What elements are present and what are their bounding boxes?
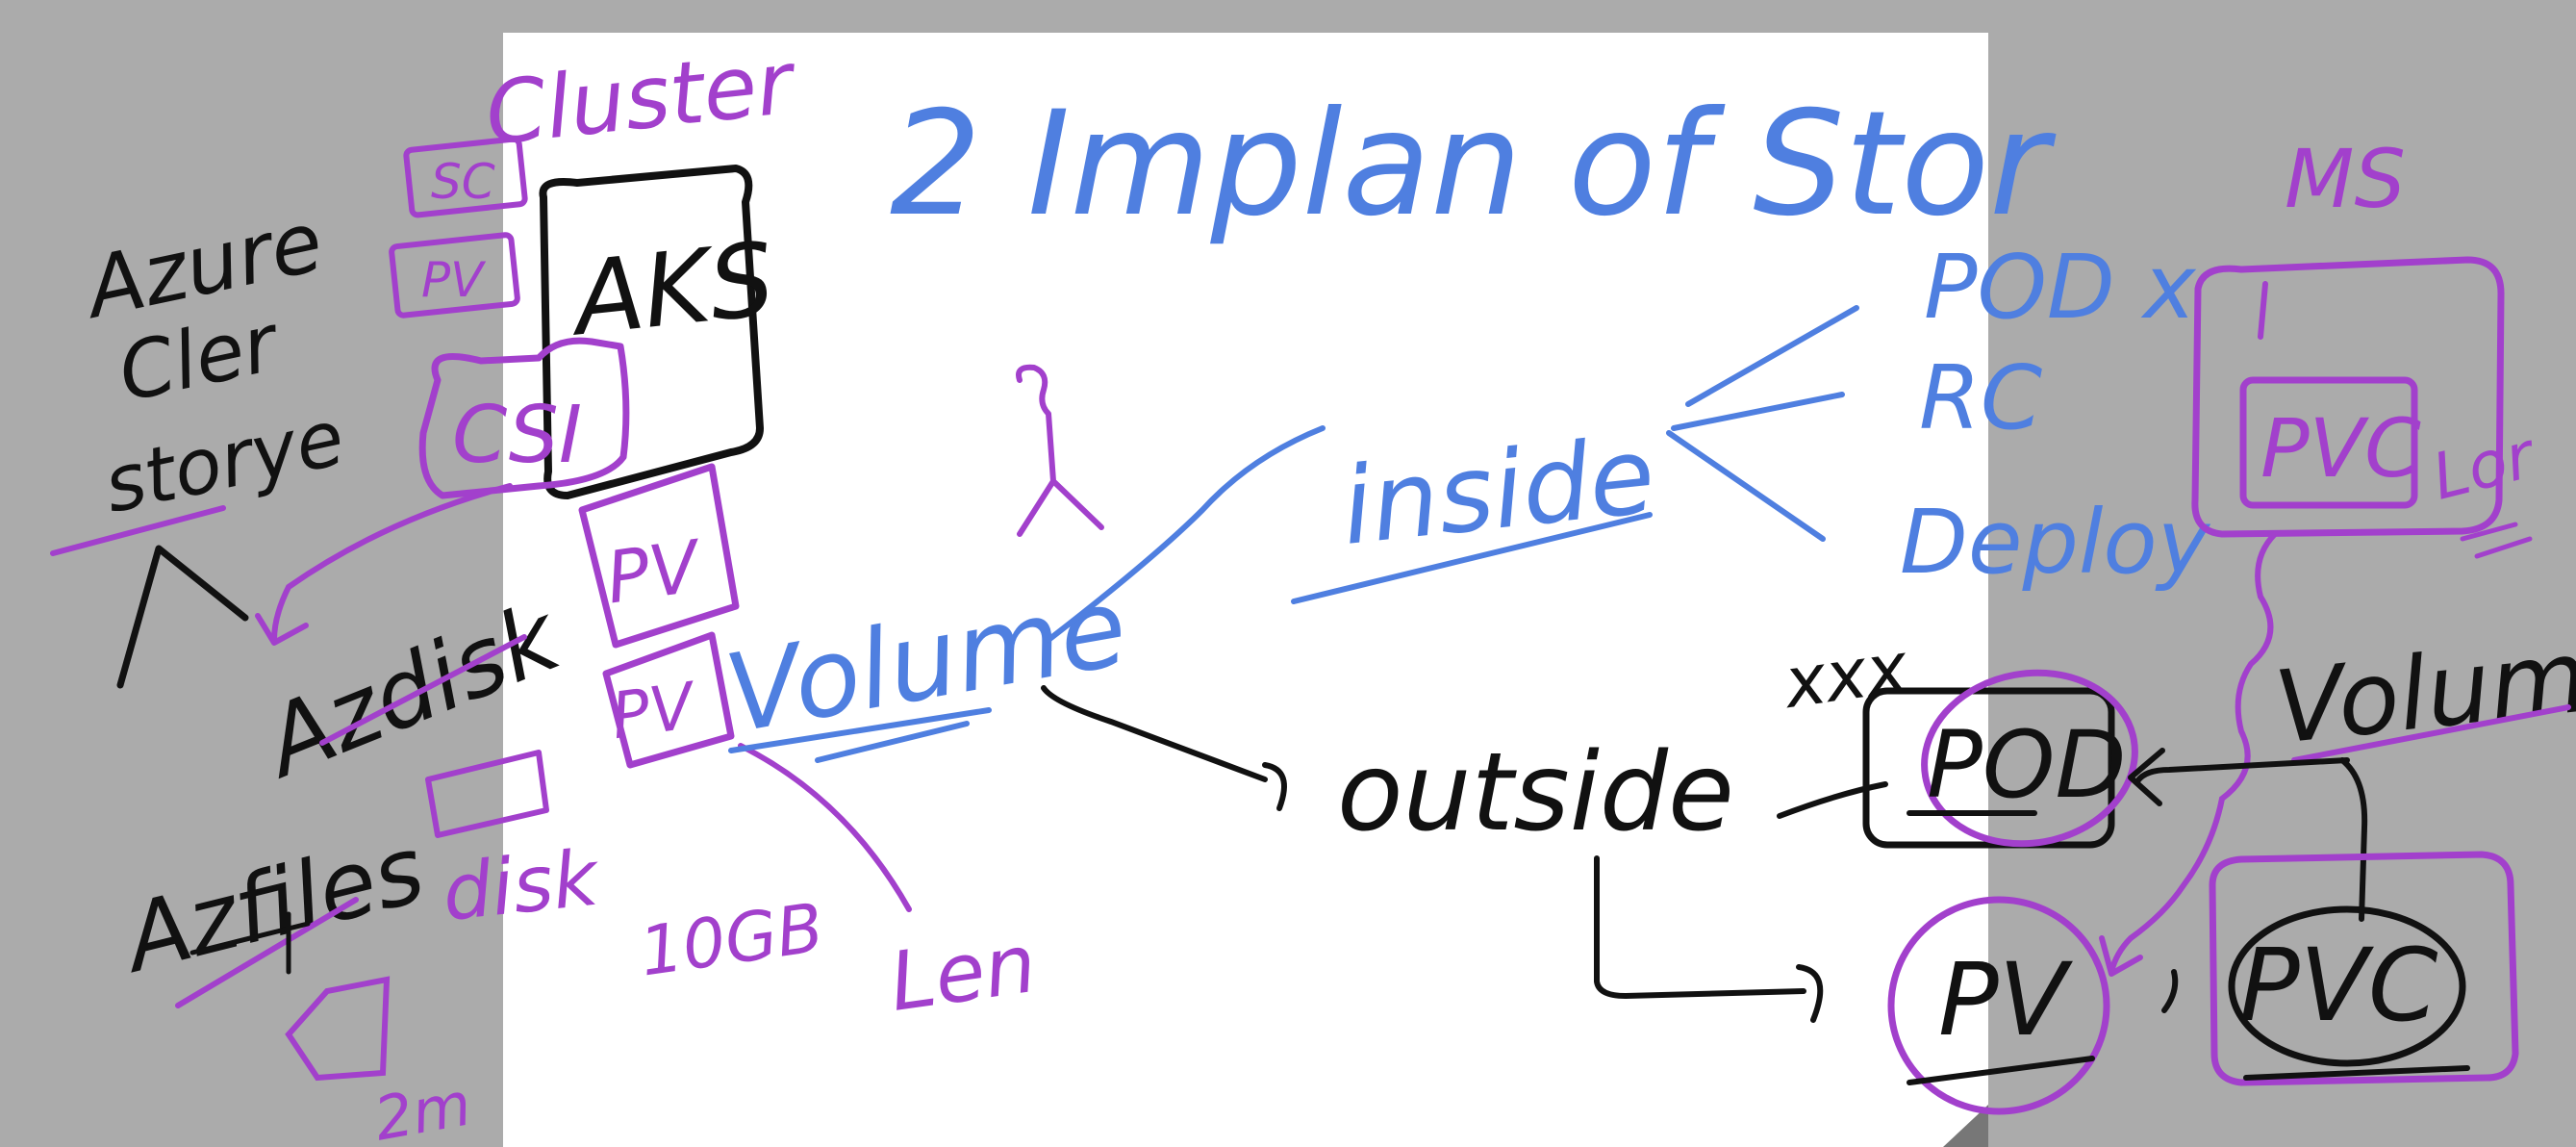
ms-box-tick <box>2258 281 2268 340</box>
pv-badge <box>389 232 520 319</box>
len-label: Len <box>884 916 1042 1030</box>
azfiles-label: Azfiles <box>110 815 434 994</box>
wavy-arrowhead-icon <box>2099 935 2143 977</box>
volume-right-label: Volume <box>2270 611 2576 767</box>
pod-label: POD <box>1927 711 2126 819</box>
outside-to-pod-line <box>1777 781 1888 819</box>
outside-label: outside <box>1337 730 1734 855</box>
pv-box-1 <box>578 463 740 649</box>
arrowhead-icon <box>255 613 309 646</box>
disk-label: disk <box>439 832 605 938</box>
pod-arrowhead-icon <box>2128 748 2165 806</box>
page-title: 2 Implan of Stor <box>890 81 2057 248</box>
pv-badge-label: PV <box>421 252 487 308</box>
pod-x-label: POD x <box>1924 236 2197 339</box>
person-icon <box>1016 364 1104 537</box>
rc-label: RC <box>1919 346 2042 449</box>
pv-underline <box>1907 1056 2095 1085</box>
left-section: Azure Cler storye Azdisk Azfiles 2m Clus <box>50 32 1042 1147</box>
volume-to-inside-line <box>1046 425 1326 643</box>
whiteboard-page <box>503 33 1988 1147</box>
pvc-bottom-circle <box>2228 905 2466 1067</box>
pod-circle <box>1921 669 2138 848</box>
inside-underline <box>1291 512 1653 604</box>
disk-shape-small <box>285 976 391 1082</box>
lor-underline <box>2460 522 2533 559</box>
right-section: POD x RC Deploy MS PVC Lor xxx POD <box>1666 132 2576 1115</box>
storye-underline <box>50 505 226 556</box>
ms-label: MS <box>2285 132 2406 226</box>
pod-box <box>1862 687 2115 849</box>
inside-fan-lines <box>1666 305 1859 542</box>
up-arrow-icon <box>116 545 249 689</box>
aks-label: AKS <box>563 220 779 359</box>
aks-box <box>539 165 764 499</box>
sc-badge <box>403 136 528 218</box>
volume-to-pvc-line <box>2339 757 2368 922</box>
xxx-label: xxx <box>1778 626 1914 724</box>
outside-to-pv-arrow <box>1594 855 1806 999</box>
volume-to-outside-line <box>1041 685 1268 782</box>
pv-box-1-label: PV <box>601 524 708 620</box>
csi-to-azdisk-arrow <box>271 483 513 643</box>
azfiles-underline <box>175 897 359 1008</box>
pvc-bottom-underline <box>2243 1065 2470 1081</box>
pvc-bottom-box <box>2209 851 2519 1086</box>
pv-box-2-label: PV <box>607 669 702 754</box>
pv-arrowhead-icon <box>1796 964 1824 1023</box>
comma-mark <box>2161 969 2179 1013</box>
pv-label: PV <box>1938 941 2074 1058</box>
ms-box <box>2191 256 2505 538</box>
page-corner-curl <box>1943 1105 1988 1147</box>
pv-circle <box>1887 896 2110 1115</box>
azdisk-underline <box>319 634 527 746</box>
csi-box <box>418 337 630 499</box>
deploy-label: Deploy <box>1900 491 2211 594</box>
volume-underline <box>728 707 992 763</box>
volume-to-pod-arrow <box>2134 757 2350 784</box>
pvc-top-label: PVC <box>2260 401 2421 496</box>
volume-right-underline <box>2291 704 2571 763</box>
pv-box-2 <box>602 631 735 769</box>
outside-arrowhead-icon <box>1262 762 1287 811</box>
disk-box <box>425 750 549 838</box>
pvc-bottom-label: PVC <box>2239 927 2438 1044</box>
sc-badge-label: SC <box>431 154 495 210</box>
pv-to-len-line <box>738 743 912 912</box>
pvc-top-box <box>2239 376 2418 509</box>
note-2m: 2m <box>369 1068 476 1147</box>
lor-label: Lor <box>2425 418 2544 515</box>
csi-label: CSI <box>452 390 582 481</box>
azfiles-underline-black <box>189 911 311 975</box>
